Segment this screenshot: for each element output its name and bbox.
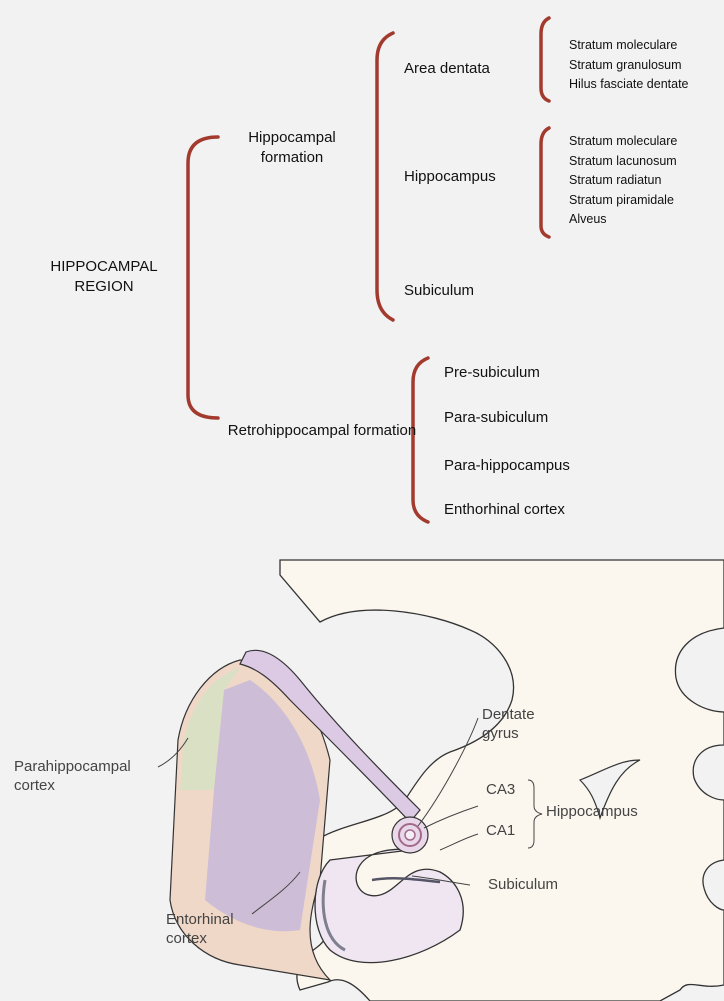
hippocampus-anatomy-label: Hippocampus <box>546 802 638 821</box>
ca1-label: CA1 <box>486 821 515 840</box>
entorhinal-cortex-text: Entorhinal cortex <box>166 911 234 947</box>
ca3-label: CA3 <box>486 780 515 799</box>
parahippocampal-cortex-label: Parahippocampal cortex <box>14 757 164 795</box>
dentate-gyrus-label: Dentate gyrus <box>482 705 552 743</box>
subiculum-anatomy-label: Subiculum <box>488 875 558 894</box>
parahippocampal-cortex-text: Parahippocampal cortex <box>14 758 131 794</box>
entorhinal-cortex-label: Entorhinal cortex <box>166 910 250 948</box>
dentate-gyrus-text: Dentate gyrus <box>482 706 535 742</box>
